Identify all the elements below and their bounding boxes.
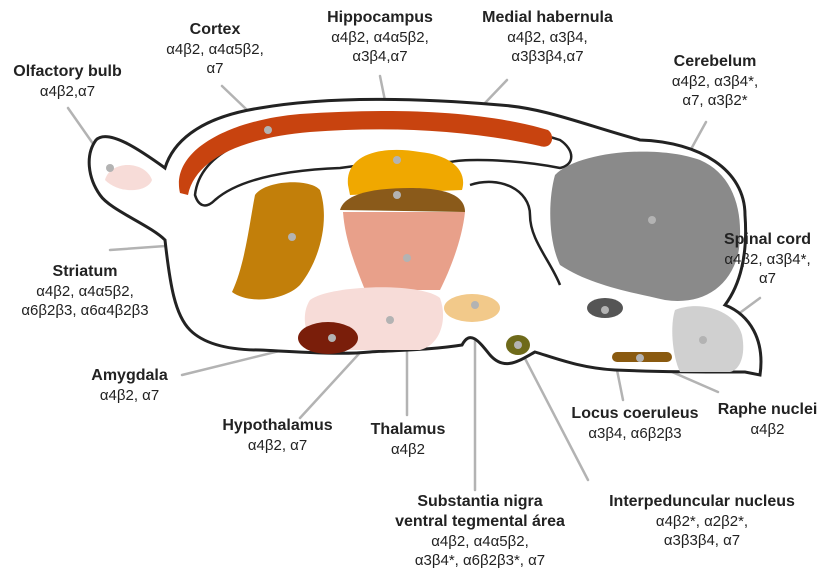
label-cortex: Cortex α4β2, α4α5β2, α7 bbox=[145, 20, 285, 78]
receptor-line: α3β3β4, α7 bbox=[592, 531, 812, 550]
region-name: Substantia nigra ventral tegmental área bbox=[380, 492, 580, 532]
dot-spinal bbox=[699, 336, 707, 344]
region-name: Olfactory bulb bbox=[0, 62, 135, 82]
dot-hippocampus bbox=[393, 156, 401, 164]
receptor-line: α7 bbox=[145, 59, 285, 78]
receptor-line: α4β2, α3β4, bbox=[465, 28, 630, 47]
receptor-line: α7, α3β2* bbox=[650, 91, 780, 110]
region-name: Spinal cord bbox=[705, 230, 830, 250]
label-amygdala: Amygdala α4β2, α7 bbox=[72, 366, 187, 405]
label-cerebellum: Cerebelum α4β2, α3β4*, α7, α3β2* bbox=[650, 52, 780, 110]
dot-cortex bbox=[264, 126, 272, 134]
receptor-line: α7 bbox=[705, 269, 830, 288]
receptor-line: α3β4, α6β2β3 bbox=[565, 424, 705, 443]
label-medial-habenula: Medial habernula α4β2, α3β4, α3β3β4,α7 bbox=[465, 8, 630, 66]
receptor-line: α4β2, α4α5β2, bbox=[0, 282, 170, 301]
receptor-line: α4β2, α4α5β2, bbox=[145, 40, 285, 59]
receptor-line: α6β2β3, α6α4β2β3 bbox=[0, 301, 170, 320]
dot-thalamus bbox=[403, 254, 411, 262]
label-interpeduncular: Interpeduncular nucleus α4β2*, α2β2*, α3… bbox=[592, 492, 812, 550]
label-substantia-nigra: Substantia nigra ventral tegmental área … bbox=[380, 492, 580, 570]
dot-olfactory bbox=[106, 164, 114, 172]
region-name: Striatum bbox=[0, 262, 170, 282]
receptor-line: α3β3β4,α7 bbox=[465, 47, 630, 66]
label-hippocampus: Hippocampus α4β2, α4α5β2, α3β4,α7 bbox=[305, 8, 455, 66]
region-name: Cortex bbox=[145, 20, 285, 40]
dot-cerebellum bbox=[648, 216, 656, 224]
dot-amygdala bbox=[328, 334, 336, 342]
dot-hypothalamus bbox=[386, 316, 394, 324]
label-raphe-nuclei: Raphe nuclei α4β2 bbox=[710, 400, 825, 439]
region-name: Hypothalamus bbox=[210, 416, 345, 436]
region-name: Raphe nuclei bbox=[710, 400, 825, 420]
receptor-line: α4β2, α3β4*, bbox=[650, 72, 780, 91]
region-name: Medial habernula bbox=[465, 8, 630, 28]
dot-locus bbox=[601, 306, 609, 314]
label-olfactory-bulb: Olfactory bulb α4β2,α7 bbox=[0, 62, 135, 101]
dot-interpeduncular bbox=[514, 341, 522, 349]
region-name: Thalamus bbox=[358, 420, 458, 440]
label-striatum: Striatum α4β2, α4α5β2, α6β2β3, α6α4β2β3 bbox=[0, 262, 170, 320]
region-name: Amygdala bbox=[72, 366, 187, 386]
receptor-line: α4β2 bbox=[710, 420, 825, 439]
label-locus-coeruleus: Locus coeruleus α3β4, α6β2β3 bbox=[565, 404, 705, 443]
receptor-line: α4β2, α4α5β2, bbox=[380, 532, 580, 551]
receptor-line: α4β2, α3β4*, bbox=[705, 250, 830, 269]
receptor-line: α3β4*, α6β2β3*, α7 bbox=[380, 551, 580, 570]
dot-striatum bbox=[288, 233, 296, 241]
receptor-line: α3β4,α7 bbox=[305, 47, 455, 66]
region-name: Cerebelum bbox=[650, 52, 780, 72]
receptor-line: α4β2 bbox=[358, 440, 458, 459]
receptor-line: α4β2*, α2β2*, bbox=[592, 512, 812, 531]
substantia-nigra-region bbox=[444, 294, 500, 322]
region-name: Interpeduncular nucleus bbox=[592, 492, 812, 512]
receptor-line: α4β2, α7 bbox=[72, 386, 187, 405]
receptor-line: α4β2, α4α5β2, bbox=[305, 28, 455, 47]
label-thalamus: Thalamus α4β2 bbox=[358, 420, 458, 459]
dot-habenula bbox=[393, 191, 401, 199]
label-hypothalamus: Hypothalamus α4β2, α7 bbox=[210, 416, 345, 455]
dot-raphe bbox=[636, 354, 644, 362]
region-name: Locus coeruleus bbox=[565, 404, 705, 424]
label-spinal-cord: Spinal cord α4β2, α3β4*, α7 bbox=[705, 230, 830, 288]
receptor-line: α4β2, α7 bbox=[210, 436, 345, 455]
region-name: Hippocampus bbox=[305, 8, 455, 28]
receptor-line: α4β2,α7 bbox=[0, 82, 135, 101]
dot-substantia bbox=[471, 301, 479, 309]
